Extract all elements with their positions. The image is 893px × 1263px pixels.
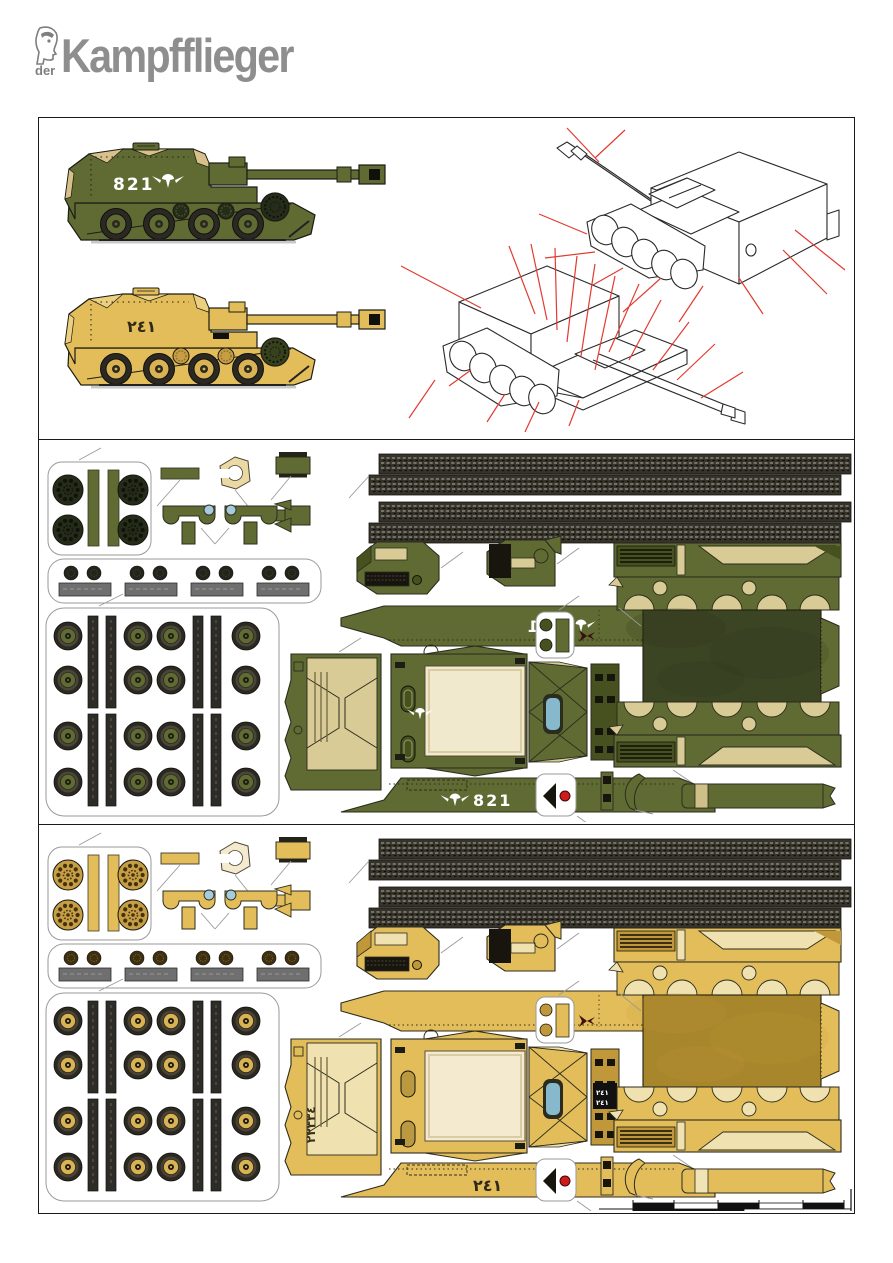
track-strip	[368, 501, 852, 544]
scallop-row	[608, 576, 840, 611]
panel-sprockets	[47, 447, 152, 556]
assembly-diagram-rear	[538, 127, 846, 323]
main-hull-unfold: 821821	[284, 605, 716, 813]
hull-center	[390, 645, 528, 777]
panel-wheels	[45, 593, 280, 817]
svg-text:٢٤١: ٢٤١	[596, 1099, 609, 1107]
svg-text:٢٤١: ٢٤١	[127, 317, 156, 336]
scallop-row	[608, 961, 840, 996]
panel-latch	[535, 1158, 592, 1211]
t-mount	[162, 889, 216, 930]
section-parts-green: 821821	[38, 439, 855, 825]
publisher-logo: der Kampfflieger	[35, 24, 324, 82]
green-parts: 821821	[45, 447, 852, 822]
logo-title: Kampfflieger	[61, 29, 294, 82]
section-illustrations: 821 ٢٤١	[38, 117, 855, 440]
assembly-diagram-front	[400, 243, 746, 433]
small-fittings	[156, 837, 311, 930]
t-mount	[162, 504, 216, 545]
track-strip	[368, 453, 852, 496]
fender-deck-piece	[608, 927, 842, 1153]
t-mount	[224, 504, 278, 545]
track-strip	[368, 886, 852, 929]
pilot-head-icon: der	[35, 26, 61, 78]
scale-bar	[599, 1189, 852, 1211]
panel-bolts-plates	[47, 943, 322, 989]
hull-center	[390, 1030, 528, 1162]
vdv-insignia-icon	[440, 793, 470, 807]
panel-latch	[535, 773, 587, 822]
small-fittings	[156, 452, 311, 545]
assembly-wireframes	[400, 127, 846, 433]
section-parts-tan: ٢٤١٢٢٣٣٤٢٤١٢٤١٢٤١	[38, 824, 855, 1214]
panel-hinges	[535, 980, 595, 1044]
panel-wheels	[45, 978, 280, 1202]
fender-deck-piece	[608, 542, 842, 768]
hull-floor-piece: ٢٢٣٣٤	[284, 1022, 382, 1176]
hull-floor-piece	[284, 637, 382, 791]
graffiti-marking: ٢٢٣٣٤	[304, 1106, 318, 1143]
panel-sprockets	[47, 832, 152, 941]
superstructure-piece-right	[486, 920, 580, 972]
tan-tank-illustration: ٢٤١	[64, 287, 386, 389]
svg-text:٢٤١: ٢٤١	[473, 1176, 502, 1195]
panel-hinges	[535, 595, 595, 659]
superstructure-piece-left	[356, 541, 464, 595]
svg-text:821: 821	[113, 175, 155, 195]
vdv-insignia-icon	[152, 174, 184, 188]
main-hull-unfold: ٢٤١٢٢٣٣٤٢٤١٢٤١٢٤١	[284, 990, 716, 1198]
superstructure-piece-left	[356, 926, 464, 980]
barrel-parts	[600, 1154, 836, 1200]
track-strip	[368, 838, 852, 881]
t-mount	[224, 889, 278, 930]
superstructure-piece-right	[486, 535, 580, 587]
tan-parts: ٢٤١٢٢٣٣٤٢٤١٢٤١٢٤١	[45, 832, 852, 1211]
scallop-row	[608, 1086, 840, 1121]
svg-text:٢٤١: ٢٤١	[596, 1089, 609, 1097]
svg-text:٢٢٣٣٤: ٢٢٣٣٤	[304, 1106, 318, 1143]
svg-text:821: 821	[473, 791, 512, 810]
panel-bolts-plates	[47, 558, 322, 604]
scallop-row	[608, 701, 840, 736]
logo-prefix: der	[35, 63, 56, 78]
vdv-insignia-icon	[407, 708, 433, 720]
barrel-parts	[600, 769, 836, 815]
green-tank-illustration: 821	[64, 142, 386, 244]
hull-rear-flaps	[528, 661, 620, 763]
